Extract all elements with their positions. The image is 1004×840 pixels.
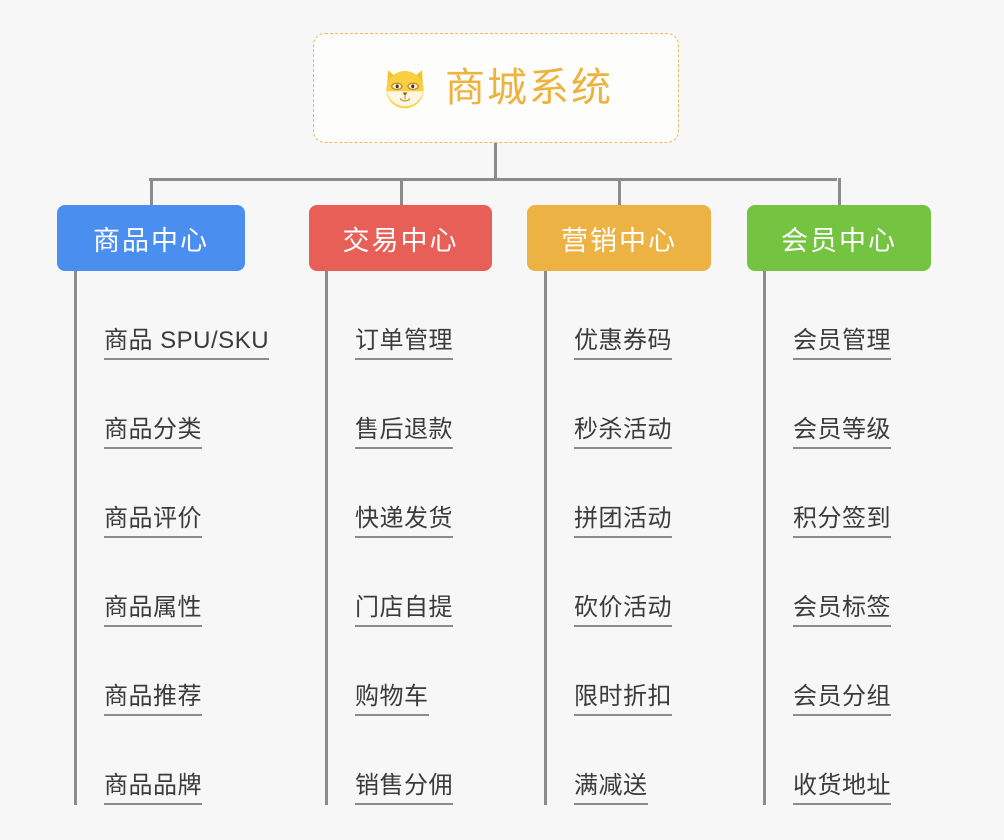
- leaf-spine-connector: [325, 271, 328, 805]
- leaf-item[interactable]: 秒杀活动: [544, 360, 672, 449]
- leaf-item[interactable]: 商品评价: [74, 449, 269, 538]
- leaf-item[interactable]: 会员标签: [763, 538, 891, 627]
- branch-label: 营销中心: [561, 225, 677, 256]
- leaf-item[interactable]: 门店自提: [325, 538, 453, 627]
- leaf-item[interactable]: 售后退款: [325, 360, 453, 449]
- branch-bus-connector: [149, 178, 837, 181]
- leaf-item[interactable]: 限时折扣: [544, 627, 672, 716]
- leaf-item-label: 收货地址: [793, 773, 891, 805]
- leaf-item[interactable]: 拼团活动: [544, 449, 672, 538]
- leaf-item[interactable]: 快递发货: [325, 449, 453, 538]
- leaf-item[interactable]: 销售分佣: [325, 716, 453, 805]
- branch-node-2[interactable]: 交易中心: [309, 205, 492, 271]
- leaf-item[interactable]: 优惠券码: [544, 271, 672, 360]
- leaf-item-label: 限时折扣: [574, 684, 672, 716]
- leaf-item-label: 拼团活动: [574, 506, 672, 538]
- leaf-column-1: 商品 SPU/SKU 商品分类商品评价商品属性商品推荐商品品牌: [74, 271, 270, 805]
- leaf-item[interactable]: 会员等级: [763, 360, 891, 449]
- leaf-item[interactable]: 会员分组: [763, 627, 891, 716]
- leaf-item-label: 会员管理: [793, 328, 891, 360]
- leaf-column-3: 优惠券码秒杀活动拼团活动砍价活动限时折扣满减送: [544, 271, 672, 805]
- leaf-item-label: 砍价活动: [574, 595, 672, 627]
- leaf-item-label: 商品推荐: [104, 684, 202, 716]
- leaf-item-label: 商品品牌: [104, 773, 202, 805]
- leaf-item-label: 快递发货: [355, 506, 453, 538]
- leaf-item[interactable]: 商品属性: [74, 538, 269, 627]
- leaf-item[interactable]: 积分签到: [763, 449, 891, 538]
- branch-drop-connector: [618, 178, 621, 205]
- leaf-item[interactable]: 商品分类: [74, 360, 269, 449]
- leaf-item[interactable]: 收货地址: [763, 716, 891, 805]
- leaf-column-4: 会员管理会员等级积分签到会员标签会员分组收货地址: [763, 271, 891, 805]
- leaf-column-2: 订单管理售后退款快递发货门店自提购物车销售分佣: [325, 271, 453, 805]
- branch-drop-connector: [150, 178, 153, 205]
- leaf-item[interactable]: 商品品牌: [74, 716, 269, 805]
- branch-drop-connector: [400, 178, 403, 205]
- root-title: 商城系统: [445, 66, 613, 110]
- branch-drop-connector: [838, 178, 841, 205]
- leaf-item-label: 积分签到: [793, 506, 891, 538]
- leaf-item-label: 销售分佣: [355, 773, 453, 805]
- branch-node-4[interactable]: 会员中心: [747, 205, 931, 271]
- leaf-item-label: 会员标签: [793, 595, 891, 627]
- shiba-dog-face-icon: [379, 62, 431, 114]
- leaf-item[interactable]: 商品推荐: [74, 627, 269, 716]
- leaf-item-label: 商品分类: [104, 417, 202, 449]
- leaf-spine-connector: [74, 271, 77, 805]
- root-stem-connector: [494, 143, 497, 180]
- leaf-item-label: 门店自提: [355, 595, 453, 627]
- leaf-item-label: 优惠券码: [574, 328, 672, 360]
- leaf-item-label: 售后退款: [355, 417, 453, 449]
- leaf-item-label: 会员分组: [793, 684, 891, 716]
- branch-label: 会员中心: [781, 225, 897, 256]
- leaf-item[interactable]: 满减送: [544, 716, 672, 805]
- leaf-item[interactable]: 砍价活动: [544, 538, 672, 627]
- leaf-item-label: 商品评价: [104, 506, 202, 538]
- leaf-item-label: 秒杀活动: [574, 417, 672, 449]
- leaf-spine-connector: [544, 271, 547, 805]
- leaf-item-label: 满减送: [574, 773, 648, 805]
- branch-node-3[interactable]: 营销中心: [527, 205, 711, 271]
- branch-label: 交易中心: [342, 225, 459, 256]
- branch-label: 商品中心: [93, 225, 209, 256]
- leaf-item-label: 商品 SPU/SKU: [104, 328, 270, 360]
- root-node[interactable]: 商城系统: [313, 33, 679, 143]
- leaf-item[interactable]: 会员管理: [763, 271, 891, 360]
- leaf-item-label: 购物车: [355, 684, 429, 716]
- leaf-spine-connector: [763, 271, 766, 805]
- leaf-item-label: 订单管理: [355, 328, 453, 360]
- leaf-item[interactable]: 购物车: [325, 627, 453, 716]
- leaf-item-label: 会员等级: [793, 417, 891, 449]
- branch-node-1[interactable]: 商品中心: [57, 205, 245, 271]
- leaf-item[interactable]: 订单管理: [325, 271, 453, 360]
- leaf-item-label: 商品属性: [104, 595, 202, 627]
- leaf-item[interactable]: 商品 SPU/SKU: [74, 271, 270, 360]
